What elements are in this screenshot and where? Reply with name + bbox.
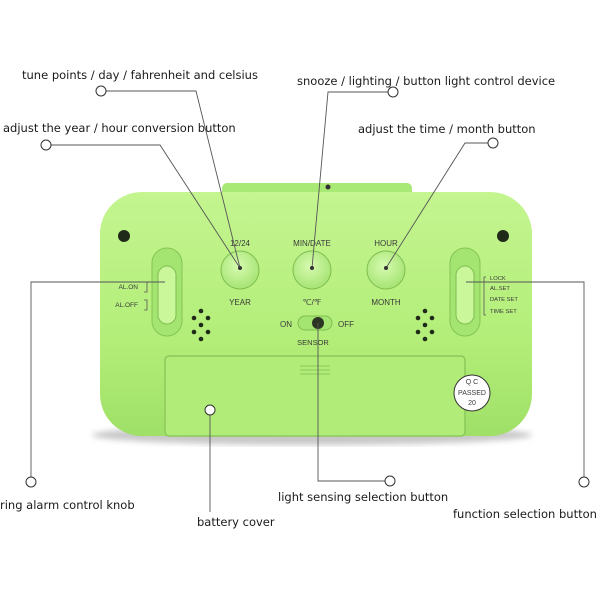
left-corner-hole (118, 230, 130, 242)
mode-al-set-label: AL.SET (490, 286, 510, 292)
callout-battery-cover: battery cover (197, 515, 275, 529)
right-speaker-grille (415, 308, 435, 342)
leader-adjust-time (385, 142, 493, 269)
alarm-off-label: AL.OFF (115, 302, 138, 309)
button-1-bottom-label: YEAR (229, 298, 251, 307)
right-corner-hole (497, 230, 509, 242)
alarm-bracket (144, 299, 148, 311)
qc-line-1: Q C (466, 379, 478, 386)
function-slider-knob[interactable] (455, 265, 475, 325)
mode-bracket (483, 276, 486, 316)
leader-target-dots (238, 184, 388, 270)
mode-time-set-label: TIME SET (490, 309, 517, 315)
callout-ring-alarm: ring alarm control knob (0, 498, 135, 512)
alarm-slider-knob[interactable] (157, 265, 177, 325)
leader-light-sensing (317, 323, 390, 482)
qc-line-3: 20 (468, 400, 476, 407)
button-1-top-label: 12/24 (230, 239, 251, 248)
leader-lines (30, 90, 585, 512)
button-2-bottom-label: ℃/℉ (303, 298, 322, 307)
leader-ring-alarm (30, 281, 165, 482)
callout-light-sensing: light sensing selection button (278, 490, 449, 504)
leader-tune-points (106, 90, 241, 269)
callout-tune-points: tune points / day / fahrenheit and celsi… (22, 68, 258, 82)
callout-snooze: snooze / lighting / button light control… (297, 74, 556, 88)
leader-snooze (311, 91, 393, 269)
alarm-on-label: AL.ON (118, 284, 138, 291)
callout-function-select: function selection button (453, 507, 597, 521)
button-3-top-label: HOUR (374, 239, 398, 248)
qc-line-2: PASSED (458, 390, 486, 397)
mode-lock-label: LOCK (490, 276, 506, 282)
left-speaker-grille (191, 308, 211, 342)
mode-date-set-label: DATE SET (490, 297, 518, 303)
button-2-top-label: MIN/DATE (293, 239, 331, 248)
callout-adjust-year: adjust the year / hour conversion button (3, 121, 236, 135)
qc-sticker (453, 374, 491, 412)
sensor-label: SENSOR (297, 338, 329, 347)
button-3-bottom-label: MONTH (371, 298, 401, 307)
leader-endpoints (25, 85, 590, 488)
sensor-on-label: ON (280, 320, 292, 329)
leader-adjust-year (46, 144, 241, 269)
leader-function-select (466, 281, 585, 482)
callout-adjust-time: adjust the time / month button (358, 122, 536, 136)
sensor-off-label: OFF (338, 320, 354, 329)
